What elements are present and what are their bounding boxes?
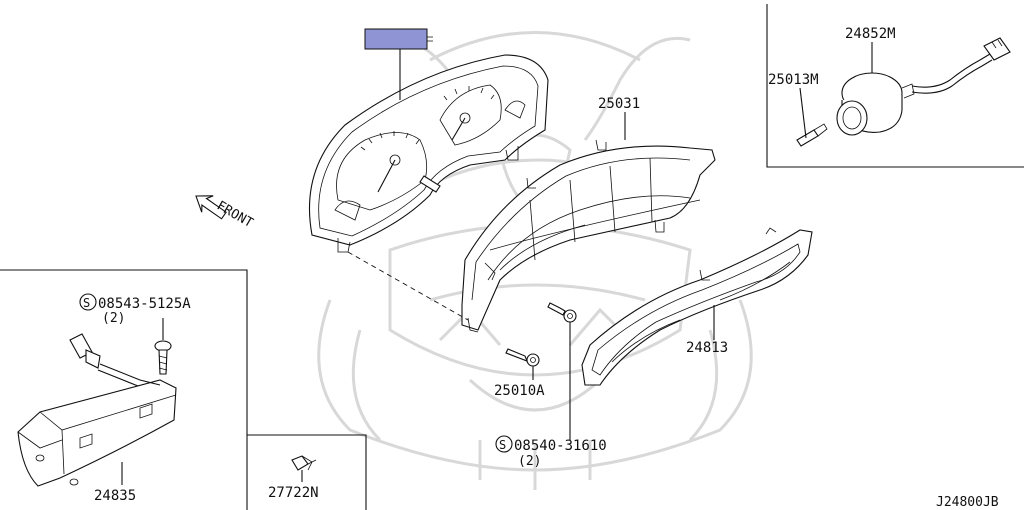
highlight-box-tab (427, 36, 433, 42)
label-08543-5125a: 08543-5125A (98, 296, 191, 312)
inset-frame-top-right (766, 4, 1024, 168)
alignment-dashed-line (347, 251, 469, 321)
label-24813: 24813 (686, 340, 728, 356)
highlight-label-box (364, 28, 428, 50)
inset-frame-bottom-middle (247, 434, 367, 510)
bulb-25013m (796, 123, 828, 147)
label-front: FRONT (214, 198, 256, 231)
diagram-code: J24800JB (936, 495, 999, 510)
meter-lens-25031 (461, 139, 716, 333)
unit-24835 (17, 333, 177, 487)
sender-24852m (836, 37, 1011, 136)
label-25031: 25031 (598, 96, 640, 112)
clip-27722n (291, 455, 317, 471)
watermark-emblem (317, 31, 753, 490)
label-25013m: 25013M (768, 72, 819, 88)
label-08540-31610: 08540-31610 (514, 438, 607, 454)
s-symbol-08543: S (83, 296, 90, 310)
s-symbol-circle-08540 (495, 435, 513, 453)
front-arrow (195, 195, 227, 220)
label-24835: 24835 (94, 488, 136, 504)
s-symbol-circle-08543 (79, 293, 97, 311)
inset-frame-bottom-left (0, 269, 248, 510)
label-25010a: 25010A (494, 383, 545, 399)
s-symbol-08540: S (499, 438, 506, 452)
label-08543-qty: (2) (102, 311, 125, 326)
leader-line-25013m (799, 87, 807, 139)
meter-housing (309, 54, 549, 253)
screw-lower (505, 348, 540, 367)
label-27722n: 27722N (268, 485, 319, 501)
meter-mask-24813 (581, 227, 813, 386)
label-08540-qty: (2) (518, 454, 541, 469)
screw-08543 (154, 340, 172, 375)
label-24852m: 24852M (845, 26, 896, 42)
screw-upper (547, 302, 577, 323)
